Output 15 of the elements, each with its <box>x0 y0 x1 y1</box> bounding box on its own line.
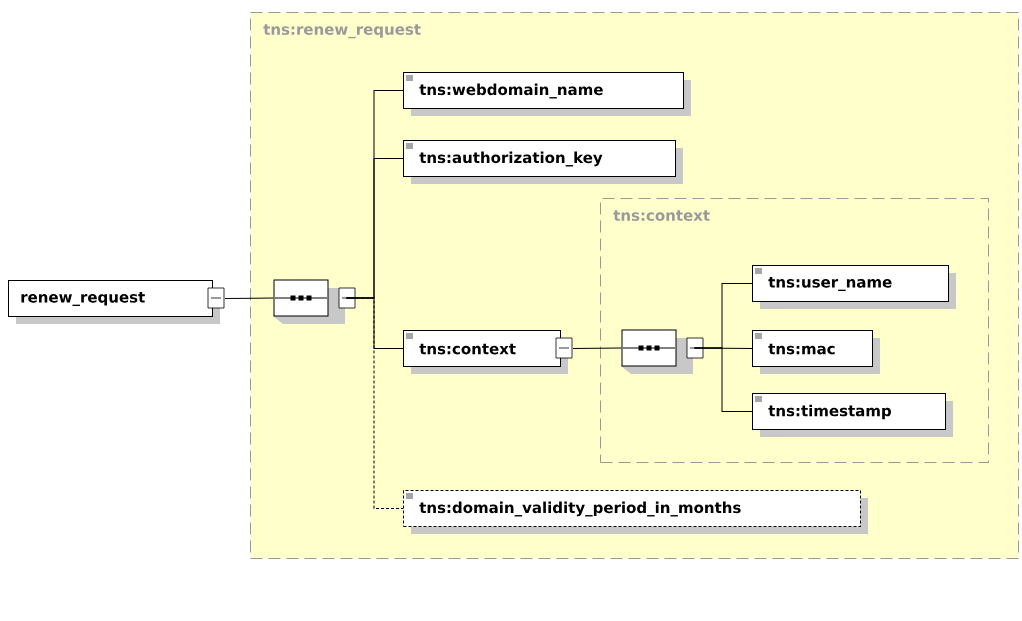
element-box: tns:user_name <box>752 265 956 309</box>
element-box: tns:domain_validity_period_in_months <box>403 490 868 534</box>
connector-line <box>572 347 622 349</box>
connector-line <box>224 297 274 299</box>
element-box: tns:webdomain_name <box>403 72 691 116</box>
sequence-compositor <box>273 279 356 324</box>
element-box: tns:authorization_key <box>403 140 683 184</box>
connector-line <box>346 297 404 349</box>
sequence-compositor <box>621 329 704 374</box>
connector-line <box>694 347 753 412</box>
element-box: tns:mac <box>752 330 880 374</box>
element-box: tns:timestamp <box>752 393 953 437</box>
element-box: renew_request <box>8 280 225 324</box>
connector-line <box>346 297 404 509</box>
element-box: tns:context <box>403 330 573 374</box>
